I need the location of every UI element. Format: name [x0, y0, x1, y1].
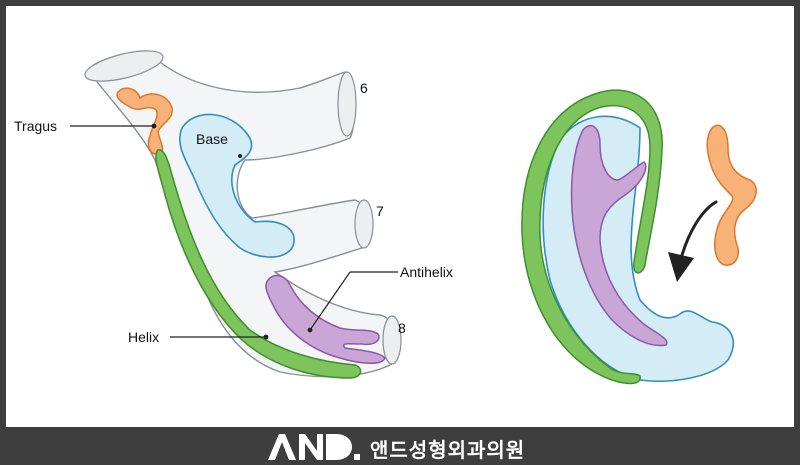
label-antihelix: Antihelix: [400, 264, 453, 280]
ear-framework: [521, 89, 734, 385]
label-helix: Helix: [128, 329, 160, 345]
base-piece: [179, 113, 295, 258]
and-logo-icon: [268, 434, 360, 460]
label-rib-7: 7: [376, 203, 384, 219]
antihelix-leader: [309, 271, 351, 331]
clinic-name: 앤드성형외과의원: [370, 438, 526, 462]
arrow-head-icon: [668, 252, 694, 282]
helix-piece-left: [155, 149, 362, 379]
ear-cartilage-diagram: [70, 50, 757, 385]
antihelix-piece-left: [265, 274, 386, 364]
antihelix-leader-dot: [307, 327, 313, 333]
leader-lines: [70, 125, 398, 338]
rib6-end: [337, 71, 357, 137]
rib-top-end: [84, 50, 164, 82]
label-base: Base: [196, 131, 228, 147]
insertion-arrow: [668, 200, 718, 282]
label-rib-6: 6: [360, 80, 368, 96]
arrow-shaft: [678, 200, 718, 264]
label-tragus: Tragus: [14, 118, 58, 134]
rib7-end: [354, 199, 374, 249]
helix-leader-dot: [263, 334, 269, 340]
base-leader-dot: [238, 154, 242, 158]
rib8-end: [382, 315, 402, 365]
ear-antihelix: [570, 124, 668, 347]
label-rib-8: 8: [398, 320, 406, 336]
tragus-leader-dot: [151, 123, 157, 129]
tragus-piece-right: [706, 124, 757, 266]
ear-helix: [521, 89, 663, 385]
footer-brand-bar: 앤드성형외과의원: [0, 427, 800, 465]
